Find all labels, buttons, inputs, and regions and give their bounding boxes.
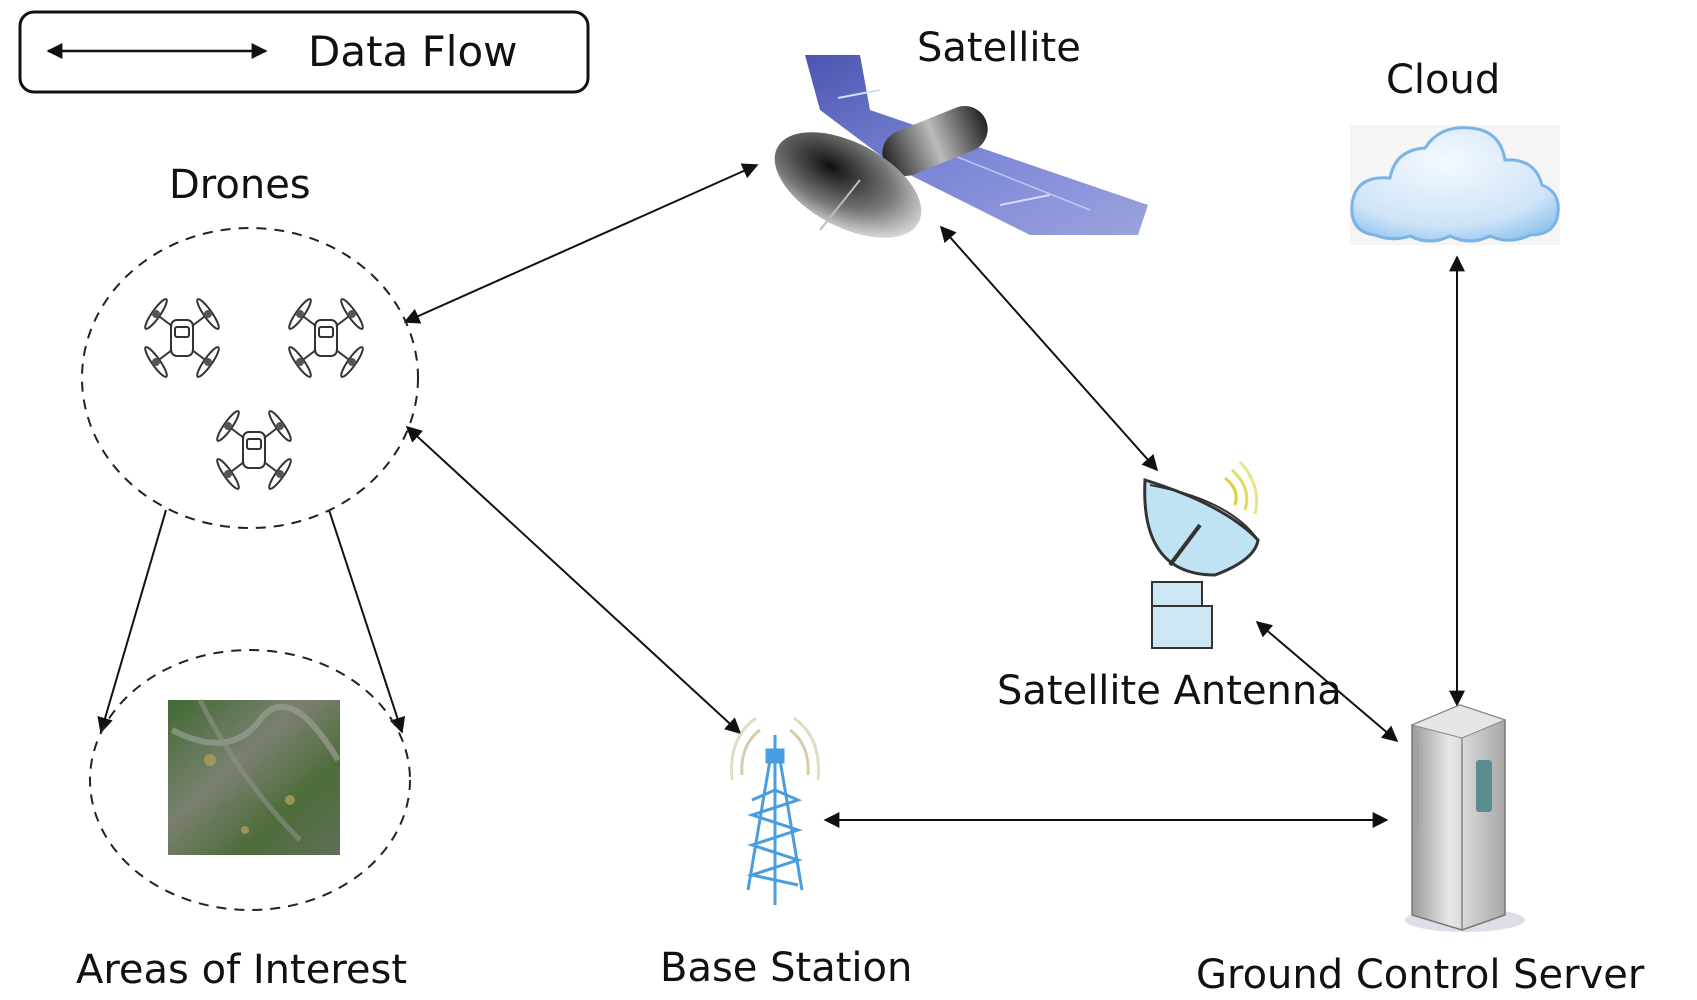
cell-tower-icon (730, 716, 820, 905)
cloud-icon (1350, 125, 1560, 245)
satellite-dish-icon (1143, 460, 1260, 649)
areas-of-interest-label: Areas of Interest (76, 947, 408, 993)
server-icon (1405, 704, 1525, 932)
drone-icon (285, 295, 367, 381)
edge-antenna-server (1255, 620, 1399, 743)
drone-icon (213, 407, 295, 493)
satellite-icon (774, 55, 1148, 238)
satellite-label: Satellite (917, 25, 1081, 71)
drones-node (81, 227, 419, 529)
cloud-label: Cloud (1386, 57, 1501, 103)
connections (97, 163, 1465, 828)
edge-satellite-antenna (939, 225, 1159, 472)
drones-label: Drones (169, 162, 311, 208)
legend-box (18, 10, 590, 94)
edge-drones-aoi-left (97, 509, 167, 734)
base-station-label: Base Station (660, 945, 913, 991)
legend (18, 10, 590, 94)
ground-control-server-label: Ground Control Server (1196, 952, 1645, 998)
drones-boundary (81, 227, 419, 529)
edge-drones-aoi-right (328, 509, 406, 734)
aoi-boundary (89, 649, 411, 911)
drone-icon (141, 295, 223, 381)
edge-drones-satellite (403, 163, 759, 324)
areas-of-interest-node (89, 649, 411, 911)
edge-drones-base-station (405, 425, 742, 735)
satellite-antenna-label: Satellite Antenna (997, 668, 1342, 714)
legend-label: Data Flow (308, 27, 518, 76)
